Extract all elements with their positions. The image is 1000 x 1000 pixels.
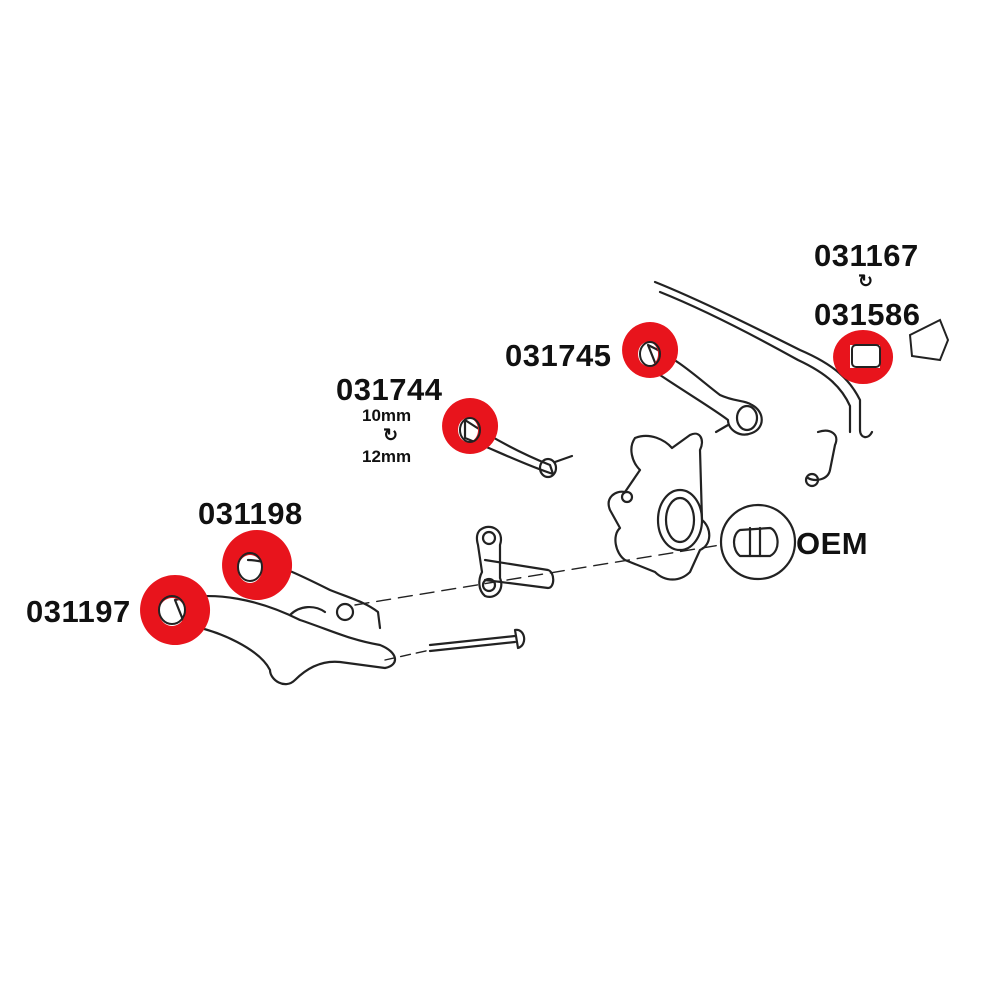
oem-label: OEM (796, 526, 869, 561)
swap-icon: ↻ (383, 425, 399, 445)
oem-bushing-inset (719, 503, 797, 581)
highlight-rings (140, 322, 894, 645)
highlight-031586 (833, 330, 894, 384)
link-plate (475, 525, 503, 598)
sway-bar-bracket (908, 318, 950, 362)
part-number-031198: 031198 (198, 496, 303, 531)
part-number-031586: 031586 (814, 297, 921, 332)
highlight-031197 (140, 575, 211, 645)
swap-icon: ↻ (858, 271, 874, 291)
upper-control-arm (646, 343, 763, 436)
long-bolt (428, 634, 517, 653)
highlight-031745 (622, 322, 679, 378)
highlight-031198 (222, 530, 293, 600)
part-number-031167: 031167 (814, 238, 919, 273)
eccentric-bolt-shaft (483, 558, 555, 590)
part-number-031745: 031745 (505, 338, 612, 373)
highlight-031744 (442, 398, 499, 454)
wheel-knuckle (607, 432, 711, 581)
part-number-031197: 031197 (26, 594, 131, 629)
size-option-12mm: 12mm (362, 447, 412, 466)
sway-bar-end-link (806, 429, 838, 481)
sway-bar (653, 280, 874, 439)
sway-bar-bushing (851, 344, 881, 368)
size-option-10mm: 10mm (362, 406, 412, 425)
part-number-031744: 031744 (336, 372, 443, 407)
